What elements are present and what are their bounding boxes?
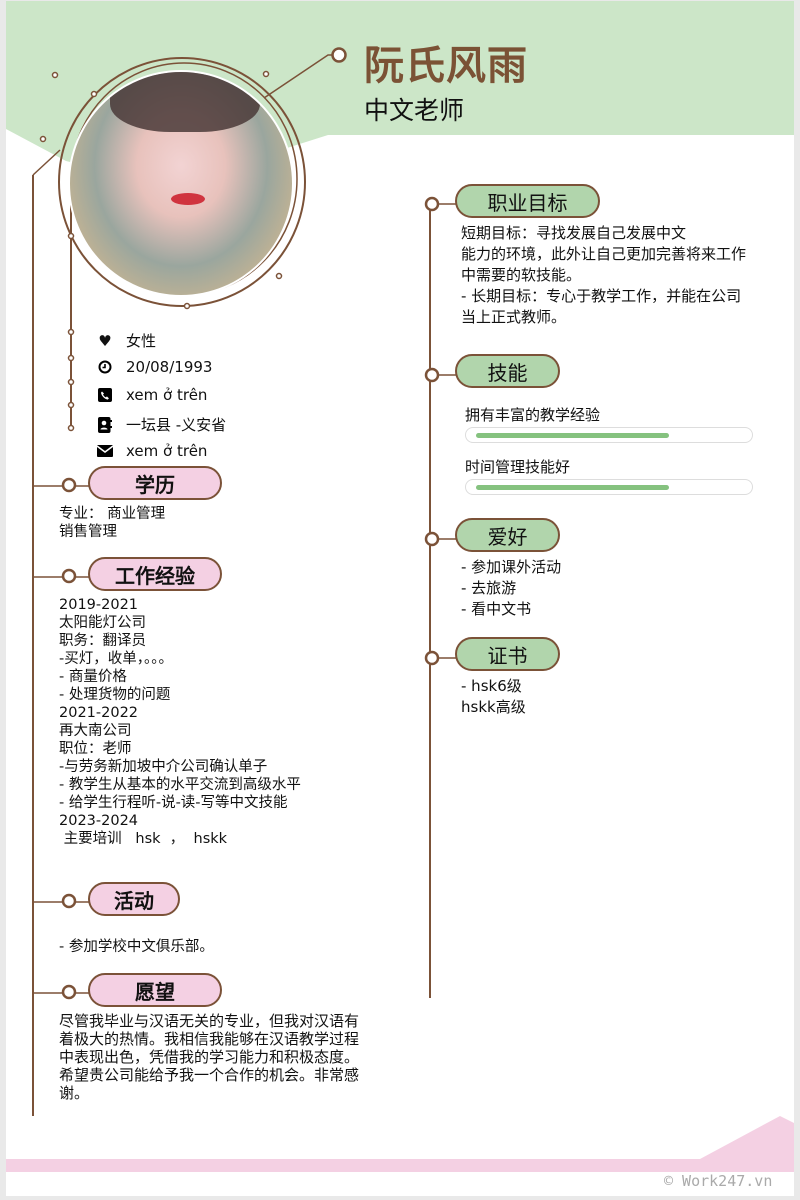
certificates-content: - hsk6级 hskk高级 [461, 676, 526, 718]
section-heading-education: 学历 [88, 466, 222, 500]
skill-label: 拥有丰富的教学经验 [465, 406, 601, 424]
hobbies-content: - 参加课外活动 - 去旅游 - 看中文书 [461, 557, 561, 620]
experience-line: 主要培训 hsk ， hskk [59, 831, 228, 847]
experience-line: 2019-2021 [59, 597, 139, 613]
section-heading-skills: 技能 [455, 354, 560, 388]
skill-bar-fill [476, 485, 670, 490]
section-heading-activities: 活动 [88, 882, 180, 916]
experience-line: 2021-2022 [59, 705, 139, 721]
skill-bar [465, 479, 753, 495]
email-text: xem ở trên [126, 442, 208, 460]
wish-line: 谢。 [59, 1084, 90, 1102]
experience-line: - 给学生行程听-说-读-写等中文技能 [59, 795, 288, 811]
certificate-line: - hsk6级 [461, 677, 522, 695]
footer-band [6, 1116, 794, 1172]
hobby-line: - 看中文书 [461, 600, 532, 618]
resume-page: 阮氏风雨 中文老师 ♥ 女性 20/08/1993 xem ở trên 一坛县 … [6, 1, 794, 1196]
info-address: 一坛县 -义安省 [96, 414, 226, 435]
experience-line: 职位：老师 [59, 741, 132, 757]
experience-line: -买灯，收单，。。。 [59, 651, 173, 667]
wish-content: 尽管我毕业与汉语无关的专业，但我对汉语有 着极大的热情。我相信我能够在汉语教学过… [59, 1012, 359, 1102]
hobby-line: - 去旅游 [461, 579, 517, 597]
section-heading-certificates: 证书 [455, 637, 560, 671]
experience-line: 2023-2024 [59, 813, 139, 829]
career-goal-line: 中需要的软技能。 [461, 266, 582, 284]
phone-text: xem ở trên [126, 386, 208, 404]
experience-line: -与劳务新加坡中介公司确认单子 [59, 759, 268, 775]
experience-line: 太阳能灯公司 [59, 615, 146, 631]
activity-line: - 参加学校中文俱乐部。 [59, 939, 214, 955]
activities-content: - 参加学校中文俱乐部。 [59, 938, 214, 956]
info-phone: xem ở trên [96, 386, 207, 404]
career-goal-line: 能力的环境，此外让自己更加完善将来工作 [461, 245, 747, 263]
section-heading-wish: 愿望 [88, 973, 222, 1007]
wish-line: 中表现出色，凭借我的学习能力和积极态度。 [59, 1048, 360, 1066]
skill-label: 时间管理技能好 [465, 458, 571, 476]
watermark: © Work247.vn [664, 1172, 773, 1190]
gender-text: 女性 [126, 332, 157, 350]
envelope-icon [96, 442, 114, 460]
section-heading-experience: 工作经验 [88, 557, 222, 591]
career-goal-line: 当上正式教师。 [461, 308, 567, 326]
profile-photo [68, 70, 294, 297]
education-line: 销售管理 [59, 524, 117, 540]
skill-bar [465, 427, 753, 443]
experience-line: - 处理货物的问题 [59, 687, 171, 703]
job-title: 中文老师 [364, 96, 465, 125]
info-birthdate: 20/08/1993 [96, 358, 212, 376]
info-email: xem ở trên [96, 442, 207, 460]
education-content: 专业： 商业管理 销售管理 [59, 505, 165, 541]
experience-line: 再大南公司 [59, 723, 132, 739]
info-gender: ♥ 女性 [96, 330, 156, 351]
clock-icon [96, 358, 114, 376]
wish-line: 着极大的热情。我相信我能够在汉语教学过程 [59, 1030, 360, 1048]
career-goal-line: - 长期目标：专心于教学工作，并能在公司 [461, 287, 742, 305]
skill-bar-fill [476, 433, 670, 438]
education-line: 专业： 商业管理 [59, 506, 166, 522]
certificate-line: hskk高级 [461, 698, 526, 716]
hobby-line: - 参加课外活动 [461, 558, 562, 576]
section-heading-hobbies: 爱好 [455, 518, 560, 552]
section-heading-career-goal: 职业目标 [455, 184, 600, 218]
experience-content: 2019-2021 太阳能灯公司 职务：翻译员 -买灯，收单，。。。 - 商量价… [59, 596, 301, 848]
candidate-name: 阮氏风雨 [364, 43, 528, 89]
career-goal-content: 短期目标：寻找发展自己发展中文 能力的环境，此外让自己更加完善将来工作 中需要的… [461, 223, 746, 328]
experience-line: 职务：翻译员 [59, 633, 146, 649]
career-goal-line: 短期目标：寻找发展自己发展中文 [461, 224, 687, 242]
birthdate-text: 20/08/1993 [126, 358, 213, 376]
experience-line: - 教学生从基本的水平交流到高级水平 [59, 777, 301, 793]
address-book-icon [96, 416, 114, 434]
wish-line: 尽管我毕业与汉语无关的专业，但我对汉语有 [59, 1012, 360, 1030]
experience-line: - 商量价格 [59, 669, 127, 685]
wish-line: 希望贵公司能给予我一个合作的机会。非常感 [59, 1066, 360, 1084]
phone-icon [96, 386, 114, 404]
heart-icon: ♥ [98, 331, 112, 350]
address-text: 一坛县 -义安省 [126, 416, 227, 434]
